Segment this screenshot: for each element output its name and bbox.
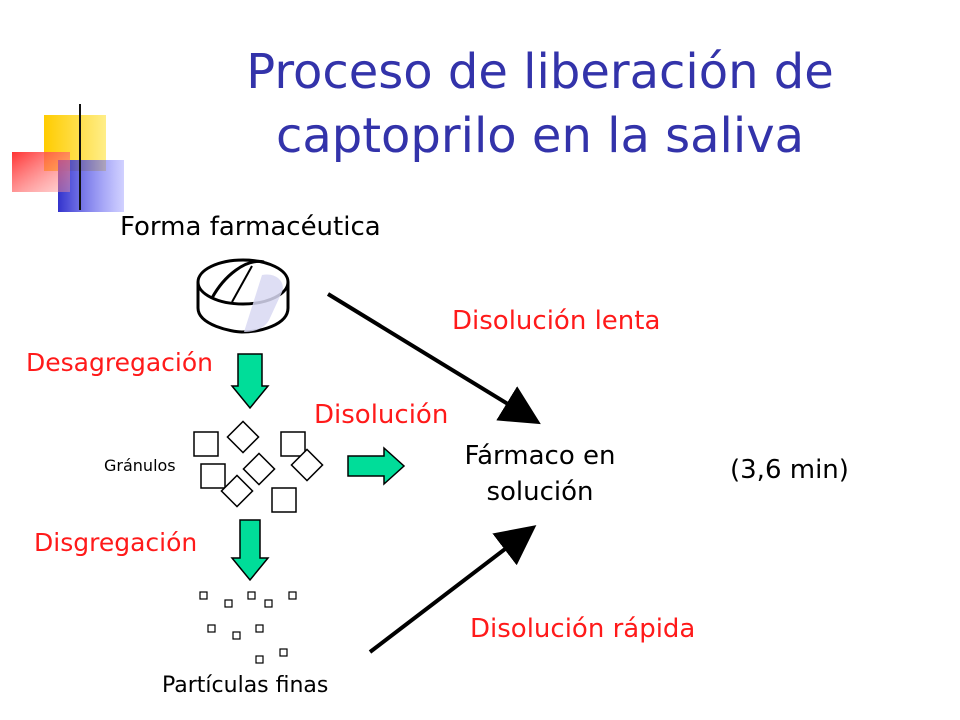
label-dissolution: Disolución [314, 400, 449, 430]
title-line-2: captoprilo en la saliva [275, 108, 805, 164]
granule-square-icon [220, 474, 254, 508]
particle-square-icon [255, 655, 264, 664]
particle-square-icon [207, 624, 216, 633]
label-dosage-form: Forma farmacéutica [120, 212, 381, 242]
label-drug-in-solution-line-1: Fármaco en [464, 441, 616, 471]
green-arrow-down-deaggregation [230, 353, 270, 410]
black-arrow-fast-dissolution [368, 525, 537, 654]
granules-group [193, 420, 324, 513]
tablet-icon [196, 258, 290, 334]
green-arrow-right-dissolution [347, 446, 406, 486]
label-disintegration: Disgregación [34, 528, 198, 557]
page-title: Proceso de liberación de captoprilo en l… [180, 40, 900, 168]
label-slow-dissolution: Disolución lenta [452, 306, 661, 336]
black-arrow-slow-dissolution [326, 292, 541, 425]
granule-square-icon [200, 463, 226, 489]
label-granules: Gránulos [104, 456, 176, 475]
granule-square-icon [290, 448, 324, 482]
label-fast-dissolution: Disolución rápida [470, 614, 696, 644]
particle-square-icon [247, 591, 256, 600]
label-fine-particles: Partículas finas [162, 673, 329, 698]
particle-square-icon [264, 599, 273, 608]
granule-square-icon [193, 431, 219, 457]
label-drug-in-solution-line-2: solución [486, 477, 594, 507]
granule-square-icon [280, 431, 306, 457]
particle-square-icon [255, 624, 264, 633]
label-deaggregation: Desagregación [26, 348, 213, 377]
granule-square-icon [271, 487, 297, 513]
title-line-1: Proceso de liberación de [246, 44, 834, 100]
fine-particles-group [199, 591, 297, 664]
particle-square-icon [288, 591, 297, 600]
particle-square-icon [199, 591, 208, 600]
green-arrow-down-disintegration [230, 519, 270, 582]
label-time: (3,6 min) [730, 455, 849, 485]
particle-square-icon [279, 648, 288, 657]
granule-square-icon [242, 452, 276, 486]
decorative-corner-graphic [12, 104, 870, 212]
label-drug-in-solution: Fármaco en solución [440, 438, 640, 510]
particle-square-icon [224, 599, 233, 608]
particle-square-icon [232, 631, 241, 640]
granule-square-icon [226, 420, 260, 454]
